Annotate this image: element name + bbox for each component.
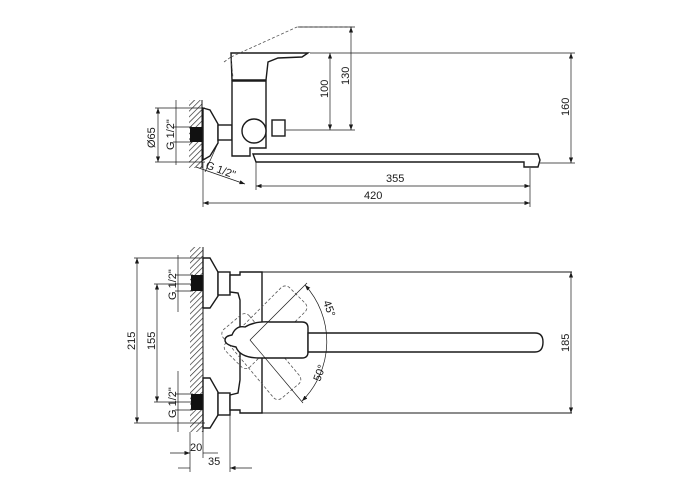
dim-130: 130: [340, 67, 352, 85]
dim-185: 185: [560, 334, 572, 352]
wall-hatch: [190, 247, 203, 432]
lower-inlet-pipe: [191, 394, 203, 410]
handle-raised-outline: [223, 26, 352, 79]
dim-355: 355: [386, 173, 404, 185]
dim-50-degrees: 50°: [312, 363, 329, 383]
nipple: [217, 124, 233, 141]
dim-45-degrees: 45°: [320, 299, 337, 319]
dim-215: 215: [126, 332, 138, 350]
dim-thread-upper: G 1/2": [167, 269, 179, 300]
side-view: 100 130 160 Ø65 G 1/2" G 1/2" 355 420: [146, 26, 575, 207]
valve-body: [231, 80, 267, 157]
dim-100: 100: [319, 80, 331, 98]
rotation-arc: [301, 284, 328, 402]
dim-thread-lower: G 1/2": [167, 387, 179, 418]
dim-420: 420: [364, 190, 382, 202]
top-view: 45° 50° 185 215 155 G 1/2" G 1/2" 20 35: [126, 247, 574, 472]
upper-inlet-pipe: [191, 275, 203, 291]
dim-35: 35: [208, 456, 220, 468]
upper-nipple: [217, 271, 231, 296]
spout: [251, 153, 541, 168]
handle: [224, 321, 309, 359]
dim-thread-angled: G 1/2": [204, 160, 237, 182]
dim-160: 160: [560, 98, 572, 116]
spout: [307, 332, 544, 353]
upper-flange: [202, 257, 219, 309]
dim-155: 155: [146, 332, 158, 350]
dim-20: 20: [190, 442, 202, 454]
lower-flange: [202, 377, 219, 429]
dim-thread: G 1/2": [165, 119, 177, 150]
flange: [202, 107, 219, 162]
dim-flange-diameter: Ø65: [146, 127, 158, 148]
control-knob: [241, 118, 267, 144]
diverter: [271, 119, 286, 137]
handle: [230, 52, 311, 81]
inlet-pipe: [190, 127, 202, 142]
lower-nipple: [217, 392, 231, 416]
